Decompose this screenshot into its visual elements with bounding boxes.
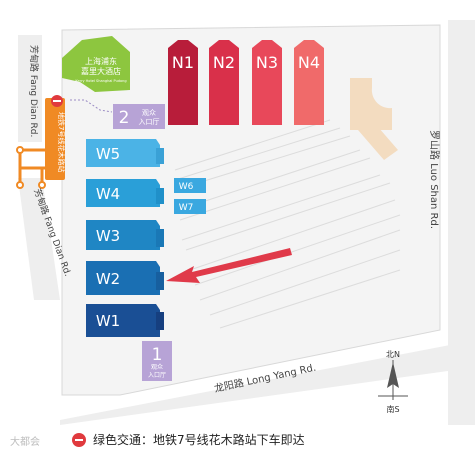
hall-w2-connector bbox=[156, 272, 164, 290]
hall-w3[interactable] bbox=[86, 220, 160, 250]
compass-north: 北N bbox=[386, 350, 400, 359]
brand-logo: 大都会 bbox=[10, 437, 40, 448]
hall-w1-connector bbox=[156, 312, 164, 330]
hall-n1-label: N1 bbox=[172, 53, 194, 72]
hall-n3-label: N3 bbox=[256, 53, 278, 72]
footer: 大都会 绿色交通：地铁7号线花木路站下车即达 bbox=[0, 425, 475, 453]
hall-w4[interactable] bbox=[86, 179, 160, 207]
metro-icon bbox=[51, 95, 63, 107]
road-label-fangdian-upper: 芳甸路 Fang Dian Rd. bbox=[28, 45, 40, 137]
hall-n4-label: N4 bbox=[298, 53, 320, 72]
hotel-name-en: Kerry Hotel Shanghai Pudong bbox=[75, 79, 126, 83]
hall-w4-connector bbox=[156, 188, 164, 204]
entrance-1-line2: 入口厅 bbox=[148, 372, 166, 379]
metro-logo-icon bbox=[72, 433, 86, 447]
hall-w3-label: W3 bbox=[96, 227, 120, 245]
road-label-luoshan: 罗山路 Luo Shan Rd. bbox=[428, 130, 441, 229]
entrance-1[interactable] bbox=[142, 341, 172, 381]
hall-w6-label: W6 bbox=[179, 182, 194, 192]
hall-w1[interactable] bbox=[86, 304, 160, 337]
entrance-2[interactable] bbox=[113, 104, 165, 129]
road-luoshan bbox=[448, 20, 475, 425]
hall-n1[interactable] bbox=[168, 40, 198, 125]
metro-line-7 bbox=[16, 98, 65, 189]
entrance-1-number: 1 bbox=[152, 345, 163, 365]
compass-south: 南S bbox=[386, 404, 399, 414]
direction-arrow bbox=[166, 248, 292, 283]
walk-path bbox=[70, 99, 113, 113]
hall-w4-label: W4 bbox=[96, 185, 120, 203]
hall-w2[interactable] bbox=[86, 261, 160, 295]
hall-n4[interactable] bbox=[294, 40, 324, 125]
road-longyang bbox=[60, 345, 455, 425]
road-fangdian-upper bbox=[18, 35, 42, 142]
entrance-2-line2: 入口厅 bbox=[139, 118, 160, 126]
hotel-name-line1: 上海浦东 bbox=[85, 56, 117, 66]
road-fangdian-lower bbox=[18, 178, 60, 300]
hotel-name-line2: 嘉里大酒店 bbox=[81, 66, 121, 76]
entrance-2-line1: 观众 bbox=[142, 109, 156, 117]
hall-n3[interactable] bbox=[252, 40, 282, 125]
hall-w6[interactable] bbox=[174, 178, 206, 193]
hall-w5[interactable] bbox=[86, 139, 160, 167]
compass: 北N 南S bbox=[378, 350, 408, 414]
west-halls: W5 W4 W3 W2 W1 bbox=[86, 139, 164, 337]
hall-w7[interactable] bbox=[174, 199, 206, 214]
hall-w3-connector bbox=[156, 229, 164, 247]
annex-building bbox=[358, 120, 398, 160]
hall-w7-label: W7 bbox=[179, 203, 194, 213]
hall-w2-label: W2 bbox=[96, 270, 120, 288]
hall-n2-label: N2 bbox=[213, 53, 235, 72]
transit-caption: 绿色交通：地铁7号线花木路站下车即达 bbox=[93, 433, 305, 447]
entrance-1-line1: 观众 bbox=[151, 364, 163, 371]
hall-n2[interactable] bbox=[209, 40, 239, 125]
kerry-hotel bbox=[62, 36, 130, 92]
hall-w5-connector bbox=[156, 148, 164, 164]
metro-station-label: 地铁7号线花木路站 bbox=[57, 112, 66, 172]
hall-w5-label: W5 bbox=[96, 145, 120, 163]
entrance-2-number: 2 bbox=[119, 108, 130, 128]
north-halls: N1 N2 N3 N4 bbox=[168, 40, 324, 125]
service-building bbox=[350, 78, 392, 130]
hall-w1-label: W1 bbox=[96, 312, 120, 330]
